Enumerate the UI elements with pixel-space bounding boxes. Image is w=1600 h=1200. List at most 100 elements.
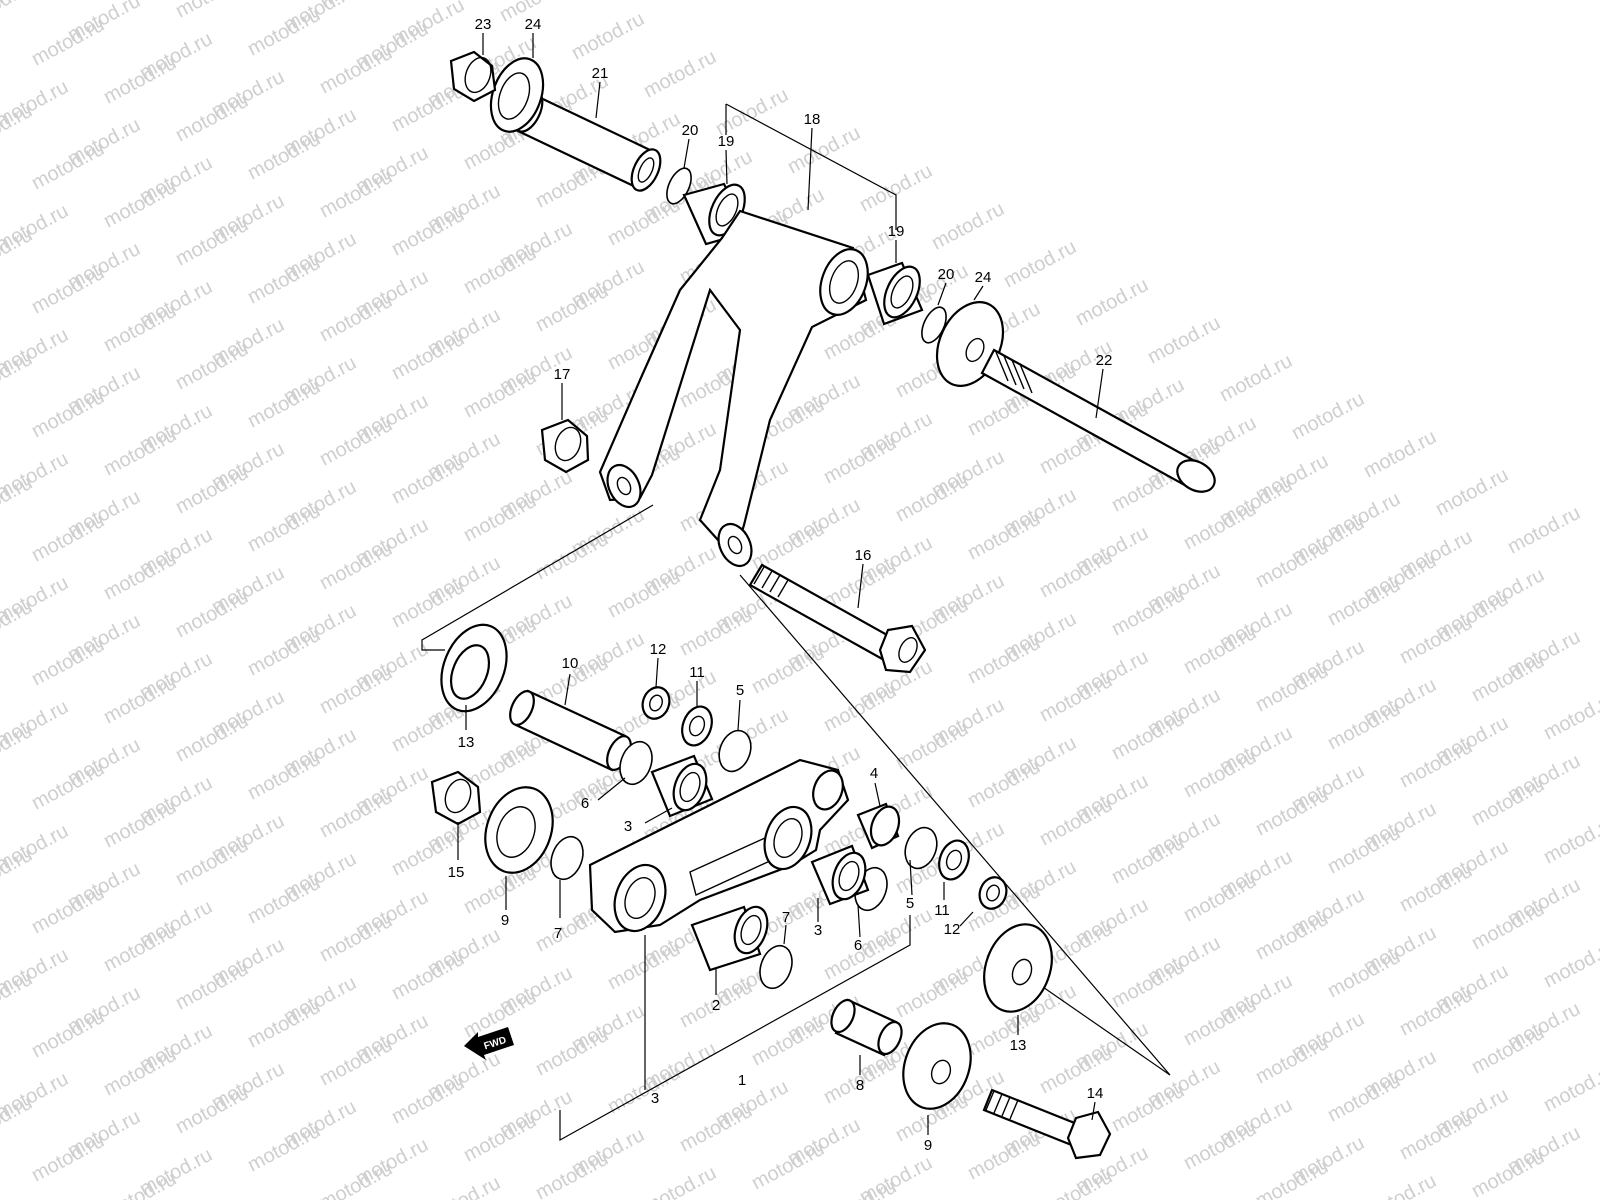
watermark-text: motod.ru xyxy=(1180,746,1260,802)
callout-5: 5 xyxy=(906,895,914,912)
watermark-text: motod.ru xyxy=(964,508,1044,564)
watermark-text: motod.ru xyxy=(568,8,648,64)
watermark-text: motod.ru xyxy=(388,452,468,508)
watermark-text: motod.ru xyxy=(676,1100,756,1156)
watermark-text: motod.ru xyxy=(316,786,396,842)
callout-5: 5 xyxy=(736,682,744,699)
nut-23 xyxy=(449,50,497,103)
watermark-text: motod.ru xyxy=(1036,670,1116,726)
watermark-text: motod.ru xyxy=(1108,956,1188,1012)
watermark-text: motod.ru xyxy=(1108,584,1188,640)
washer-24-top xyxy=(489,57,545,133)
watermark-text: motod.ru xyxy=(100,424,180,480)
callout-24: 24 xyxy=(525,16,542,33)
watermark-text: motod.ru xyxy=(1540,812,1600,868)
callout-3: 3 xyxy=(651,1090,659,1107)
watermark-text: motod.ru xyxy=(676,604,756,660)
callout-12: 12 xyxy=(650,641,667,658)
callout-22: 22 xyxy=(1096,352,1113,369)
callout-14: 14 xyxy=(1087,1085,1104,1102)
seal-11 xyxy=(681,705,970,881)
watermark-text: motod.ru xyxy=(100,1168,180,1200)
o-ring-5 xyxy=(718,729,938,870)
fwd-arrow-icon: FWD xyxy=(464,1027,514,1060)
watermark-text: motod.ru xyxy=(784,122,864,178)
collar-4 xyxy=(856,802,901,850)
bolt-16 xyxy=(748,563,927,674)
watermark-text: motod.ru xyxy=(1468,1022,1548,1078)
watermark-text: motod.ru xyxy=(712,84,792,140)
watermark-text: motod.ru xyxy=(460,366,540,422)
callout-11: 11 xyxy=(934,902,950,919)
bolt-22 xyxy=(980,348,1216,493)
callout-13: 13 xyxy=(1010,1037,1027,1054)
watermark-text: motod.ru xyxy=(1396,1108,1476,1164)
watermark-text: motod.ru xyxy=(964,632,1044,688)
o-ring-7 xyxy=(550,835,793,990)
watermark-text: motod.ru xyxy=(100,920,180,976)
watermark-text: motod.ru xyxy=(532,280,612,336)
watermark-text: motod.ru xyxy=(28,1006,108,1062)
watermark-text: motod.ru xyxy=(1396,860,1476,916)
callout-9: 9 xyxy=(924,1137,932,1154)
watermark-text: motod.ru xyxy=(100,176,180,232)
watermark-text: motod.ru xyxy=(388,204,468,260)
watermark-text: motod.ru xyxy=(964,756,1044,812)
watermark-text: motod.ru xyxy=(820,680,900,736)
callout-6: 6 xyxy=(581,795,589,812)
callout-20: 20 xyxy=(938,266,955,283)
watermark-text: motod.ru xyxy=(1252,908,1332,964)
watermark-text: motod.ru xyxy=(316,538,396,594)
watermark-text: motod.ru xyxy=(1036,1166,1116,1200)
watermark-text: motod.ru xyxy=(1324,574,1404,630)
watermark-text: motod.ru xyxy=(244,748,324,804)
watermark-text: motod.ru xyxy=(1000,236,1080,292)
watermark-text: motod.ru xyxy=(532,1148,612,1200)
watermark-text: motod.ru xyxy=(1288,388,1368,444)
watermark-text: motod.ru xyxy=(316,414,396,470)
bolt-14 xyxy=(982,1088,1112,1160)
callout-9: 9 xyxy=(501,912,509,929)
sleeve-8 xyxy=(830,998,903,1057)
watermark-text: motod.ru xyxy=(172,1082,252,1138)
watermark-text: motod.ru xyxy=(1324,1070,1404,1126)
callout-7: 7 xyxy=(782,909,790,926)
watermark-text: motod.ru xyxy=(28,14,108,70)
collar-13-left xyxy=(440,623,508,713)
watermark-text: motod.ru xyxy=(28,510,108,566)
watermark-text: motod.ru xyxy=(1324,698,1404,754)
callout-17: 17 xyxy=(554,366,571,383)
watermark-text: motod.ru xyxy=(1396,984,1476,1040)
watermark-text: motod.ru xyxy=(100,672,180,728)
watermark-text: motod.ru xyxy=(1180,1118,1260,1174)
watermark-text: motod.ru xyxy=(172,710,252,766)
watermark-text: motod.ru xyxy=(1180,498,1260,554)
watermark-text: motod.ru xyxy=(100,1044,180,1100)
watermark-text: motod.ru xyxy=(460,490,540,546)
connecting-rod-1 xyxy=(588,758,850,934)
watermark-text: motod.ru xyxy=(172,834,252,890)
watermark-text: motod.ru xyxy=(1324,946,1404,1002)
watermark-text: motod.ru xyxy=(604,938,684,994)
watermark-text: motod.ru xyxy=(604,566,684,622)
watermark-text: motod.ru xyxy=(1036,546,1116,602)
watermark-text: motod.ru xyxy=(28,758,108,814)
watermark-text: motod.ru xyxy=(100,52,180,108)
watermark-text: motod.ru xyxy=(1360,426,1440,482)
callout-18: 18 xyxy=(804,111,821,128)
watermark-text: motod.ru xyxy=(1396,612,1476,668)
watermark-text: motod.ru xyxy=(1504,502,1584,558)
callout-1: 1 xyxy=(738,1072,746,1089)
collar-13-right xyxy=(983,923,1053,1013)
watermark-text: motod.ru xyxy=(1180,870,1260,926)
watermark-text: motod.ru xyxy=(316,1034,396,1090)
callout-21: 21 xyxy=(592,65,609,82)
watermark-text: motod.ru xyxy=(640,1162,720,1200)
watermark-text: motod.ru xyxy=(964,1128,1044,1184)
callout-10: 10 xyxy=(562,655,579,672)
callout-16: 16 xyxy=(855,547,872,564)
watermark-text: motod.ru xyxy=(1108,1080,1188,1136)
watermark-text: motod.ru xyxy=(1252,1156,1332,1200)
callout-13: 13 xyxy=(458,734,475,751)
